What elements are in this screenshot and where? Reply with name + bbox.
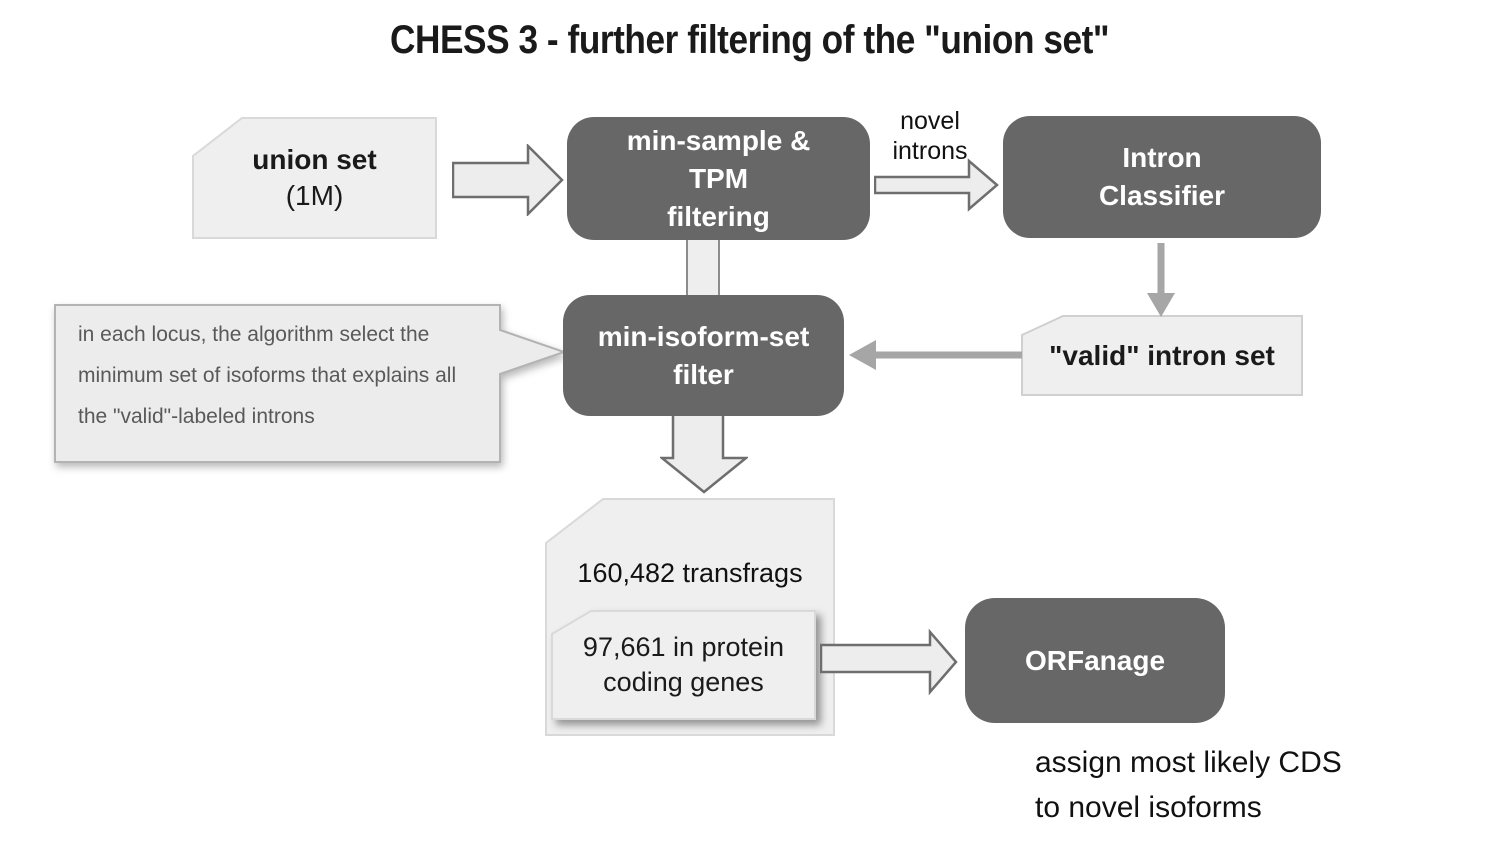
min-isoform-line-1: min-isoform-set — [597, 320, 810, 352]
arrow-down-to-transfrags-icon — [660, 413, 748, 494]
arrow-minsample-to-classifier-icon — [874, 158, 999, 212]
callout-line-1: in each locus, the algorithm select the — [78, 323, 430, 346]
connector-bar-vertical — [686, 239, 720, 296]
arrow-union-to-minsample-icon — [452, 144, 564, 216]
page-title: CHESS 3 - further filtering of the "unio… — [0, 18, 1500, 63]
min-sample-filter-node: min-sample & TPM filtering — [567, 117, 870, 240]
orfanage-note: assign most likely CDS to novel isoforms — [1035, 740, 1342, 830]
min-sample-line-2: TPM — [688, 162, 749, 194]
novel-introns-line-2: introns — [892, 137, 968, 165]
protein-coding-line-2: coding genes — [603, 667, 764, 697]
min-isoform-line-2: filter — [673, 358, 734, 390]
transfrags-doc-node: 160,482 transfrags 97,661 in protein cod… — [545, 498, 835, 736]
valid-intron-set-label: "valid" intron set — [1049, 339, 1275, 371]
novel-introns-label: novel introns — [855, 106, 1005, 166]
novel-introns-line-1: novel — [900, 107, 960, 135]
page-title-text: CHESS 3 - further filtering of the "unio… — [390, 18, 1110, 62]
arrow-validset-to-minisoform-icon — [849, 340, 1022, 370]
intron-classifier-node: Intron Classifier — [1003, 116, 1321, 238]
protein-coding-shape — [551, 610, 816, 720]
callout-line-3: the "valid"-labeled introns — [78, 405, 315, 428]
valid-intron-set-node: "valid" intron set — [1021, 315, 1303, 396]
min-sample-line-1: min-sample & — [626, 124, 811, 156]
callout-bubble: in each locus, the algorithm select the … — [54, 304, 568, 466]
callout-line-2: minimum set of isoforms that explains al… — [78, 364, 457, 387]
callout-shape — [54, 304, 568, 463]
orfanage-note-line-1: assign most likely CDS — [1035, 746, 1342, 779]
protein-coding-node: 97,661 in protein coding genes — [551, 610, 816, 720]
union-set-node: union set (1M) — [192, 117, 437, 239]
protein-coding-line-1: 97,661 in protein — [582, 632, 785, 662]
intron-classifier-line-1: Intron — [1122, 142, 1202, 173]
orfanage-note-line-2: to novel isoforms — [1035, 791, 1262, 824]
orfanage-label: ORFanage — [1024, 644, 1166, 676]
transfrags-count-label: 160,482 transfrags — [577, 558, 803, 588]
intron-classifier-line-2: Classifier — [1098, 180, 1226, 211]
union-set-shape — [192, 117, 437, 239]
union-set-label: union set — [252, 144, 377, 175]
union-set-count: (1M) — [285, 180, 344, 211]
arrow-transfrags-to-orfanage-icon — [820, 628, 958, 696]
orfanage-node: ORFanage — [965, 598, 1225, 723]
min-sample-line-3: filtering — [667, 200, 770, 232]
arrow-classifier-to-validset-icon — [1147, 243, 1175, 317]
valid-intron-set-shape — [1021, 315, 1303, 396]
min-isoform-filter-node: min-isoform-set filter — [563, 295, 844, 416]
